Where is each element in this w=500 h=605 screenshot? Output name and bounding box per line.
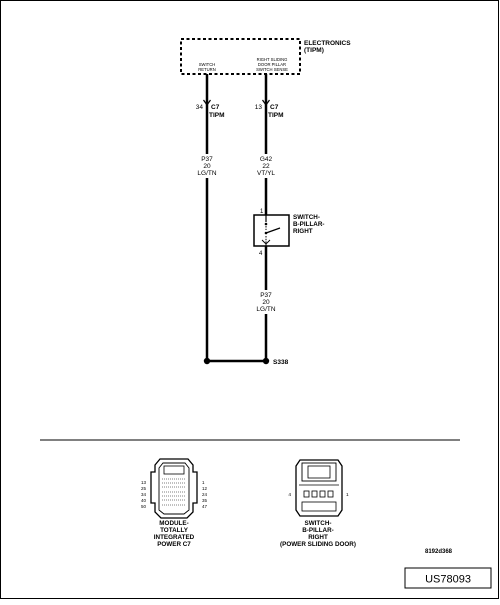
switch-contact-top — [264, 222, 268, 226]
module-pin-right-3: 24 — [202, 492, 208, 497]
module-pin-left-2: 25 — [141, 486, 147, 491]
wire-lower-gauge: 20 — [262, 299, 270, 306]
module-pin-left-5: 50 — [141, 504, 147, 509]
wire-lower-label-bg — [255, 290, 277, 314]
connector-left-sub: TIPM — [209, 112, 225, 119]
switch-view-label-line3: RIGHT — [308, 534, 328, 541]
module-pin-right-4: 35 — [202, 498, 208, 503]
module-pin-right-2: 12 — [202, 486, 208, 491]
pin-left-label-line1: SWITCH — [199, 62, 216, 67]
wire-right-code: G42 — [260, 156, 273, 163]
connector-left-name: C7 — [211, 104, 220, 111]
switch-view-pin-right: 1 — [346, 492, 349, 498]
module-pin-left-1: 13 — [141, 480, 147, 485]
switch-view-label-line1: SWITCH- — [305, 520, 332, 527]
module-view-label-line1: MODULE- — [159, 520, 188, 527]
connector-right-pin: 13 — [255, 104, 263, 111]
switch-connector-view — [295, 459, 343, 517]
module-connector-view — [150, 458, 198, 519]
switch-label-line1: SWITCH- — [293, 214, 320, 221]
module-title-line1: ELECTRONICS — [304, 40, 351, 47]
switch-arrow — [261, 239, 271, 245]
splice-dot-right — [262, 357, 270, 365]
pin-left-label-line2: RETURN — [198, 67, 215, 72]
connector-left-mark — [203, 99, 211, 107]
wire-left-code: P37 — [201, 156, 213, 163]
connector-right-name: C7 — [270, 104, 279, 111]
switch-pin-bottom: 4 — [259, 251, 263, 257]
wire-right-color: VT/YL — [257, 170, 275, 177]
switch-contact-pivot — [264, 231, 268, 235]
module-pin-right-1: 1 — [202, 480, 205, 485]
module-pin-left-3: 34 — [141, 492, 147, 497]
switch-label-line3: RIGHT — [293, 228, 313, 235]
module-pin-right-5: 47 — [202, 504, 208, 509]
connector-right-sub: TIPM — [268, 112, 284, 119]
module-view-label-line2: TOTALLY — [160, 527, 189, 534]
connector-left-pin: 34 — [196, 104, 204, 111]
figure-id: 8192d368 — [425, 549, 453, 555]
switch-blade — [265, 227, 281, 234]
module-view-label-line4: POWER C7 — [157, 541, 191, 548]
switch-view-pin-left: 4 — [288, 492, 291, 498]
switch-view-label-line4: (POWER SLIDING DOOR) — [280, 541, 356, 548]
switch-pin-top: 1 — [260, 209, 264, 215]
ref-id-box — [404, 567, 492, 589]
pin-right-label-line2: DOOR PILLAR — [258, 62, 286, 67]
switch-label-line2: B-PILLAR- — [293, 221, 324, 228]
wire-right-gauge: 22 — [262, 163, 270, 170]
connector-right-mark — [262, 99, 270, 107]
wire-left-gauge: 20 — [203, 163, 211, 170]
ref-id: US78093 — [425, 574, 471, 586]
module-view-label-line3: INTEGRATED — [154, 534, 195, 541]
module-pin-left-4: 40 — [141, 498, 147, 503]
wire-right-label-bg — [255, 154, 279, 178]
pin-right-label-line1: RIGHT SLIDING — [257, 57, 288, 62]
pin-right-label-line3: SWITCH SENSE — [256, 67, 288, 72]
splice-dot-left — [203, 357, 211, 365]
module-title-line2: (TIPM) — [304, 47, 324, 54]
wire-lower-color: LG/TN — [256, 306, 275, 313]
wire-left-label-bg — [196, 154, 218, 178]
splice-label: S338 — [273, 359, 289, 366]
wire-left-color: LG/TN — [197, 170, 216, 177]
switch-view-label-line2: B-PILLAR- — [302, 527, 333, 534]
wire-lower-code: P37 — [260, 292, 272, 299]
